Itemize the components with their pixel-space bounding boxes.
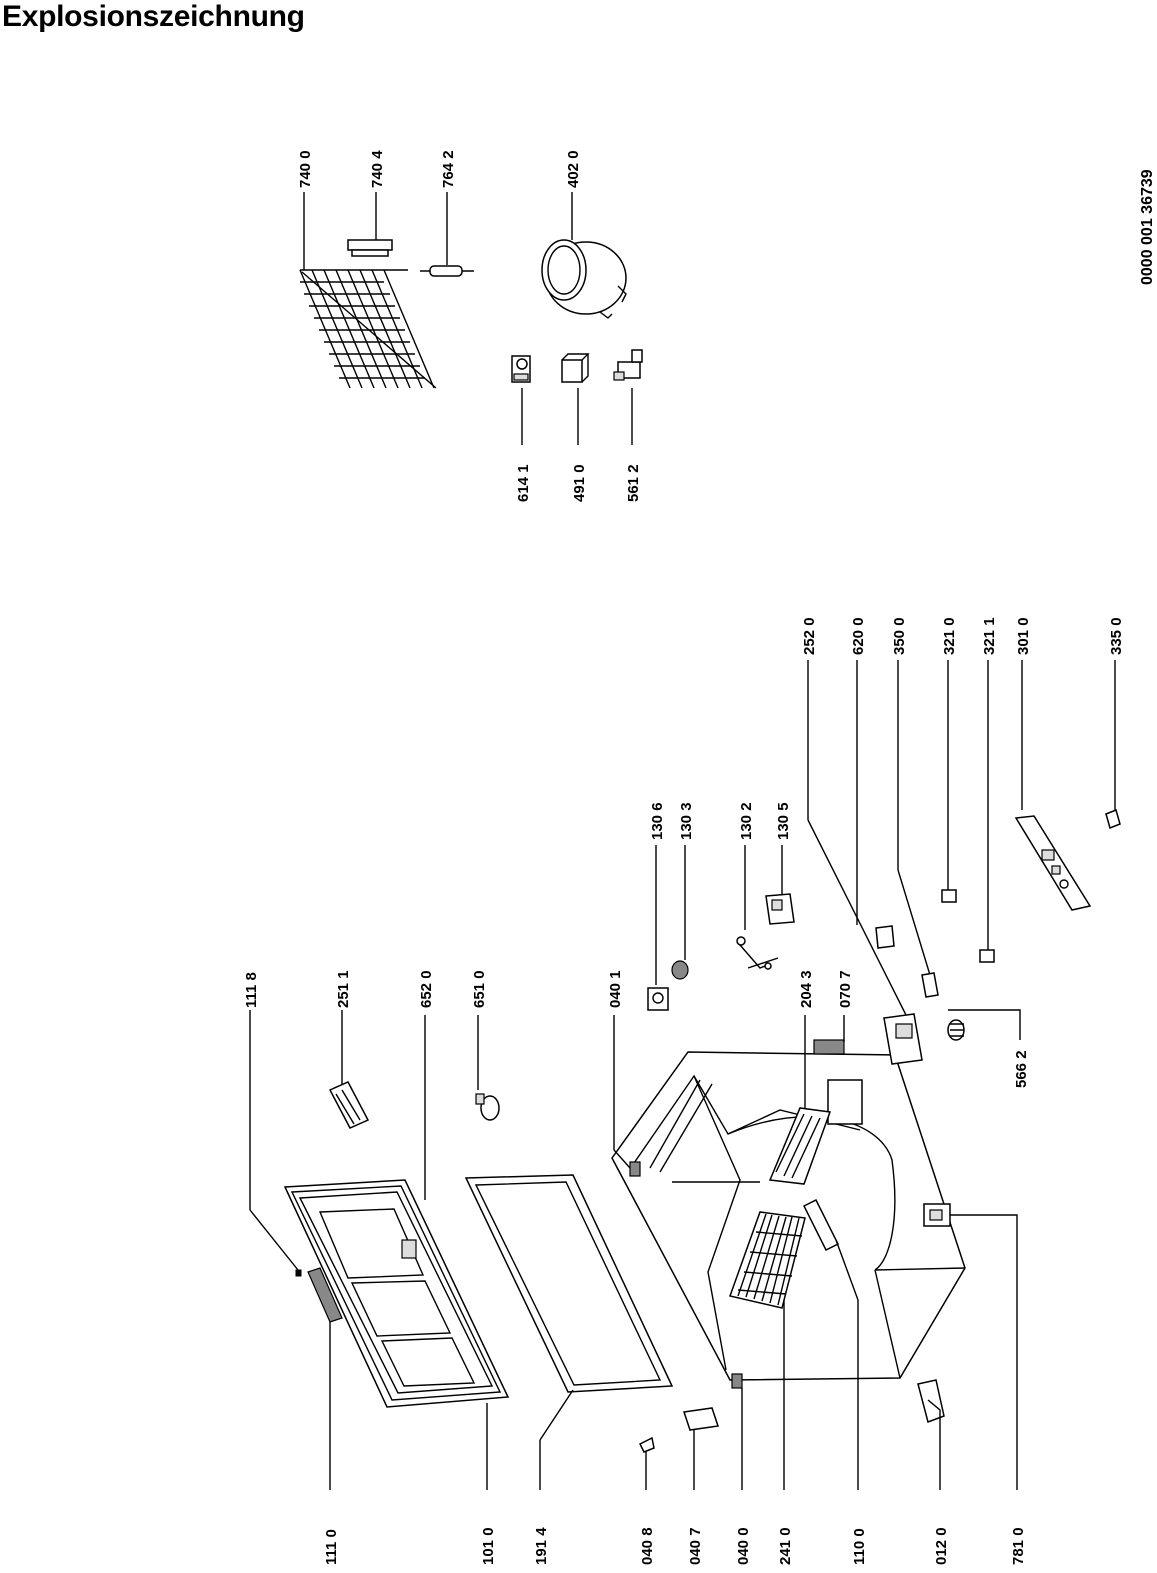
terminal-box [561, 353, 590, 445]
label-130-5: 130 5 [775, 802, 792, 840]
part-335-0 [1105, 660, 1121, 830]
label-614-1: 614 1 [515, 464, 532, 502]
label-040-1: 040 1 [607, 970, 624, 1008]
label-130-2: 130 2 [738, 802, 755, 840]
lid [283, 1179, 510, 1490]
label-350-0: 350 0 [891, 617, 908, 655]
label-491-0: 491 0 [571, 464, 588, 502]
part-620-0 [856, 660, 895, 949]
label-070-7: 070 7 [837, 970, 854, 1008]
divider [768, 1015, 832, 1185]
condenser-bracket [347, 192, 393, 257]
part-labels: 740 0 740 4 764 2 402 0 614 1 491 0 561 … [243, 150, 1125, 1565]
label-764-2: 764 2 [440, 150, 457, 188]
hinge-cover [683, 1407, 719, 1490]
label-040-0: 040 0 [735, 1527, 752, 1565]
thermostat [807, 660, 923, 1065]
label-566-2: 566 2 [1013, 1050, 1030, 1088]
label-740-0: 740 0 [297, 150, 314, 188]
label-301-0: 301 0 [1015, 617, 1032, 655]
lid-gasket [464, 1174, 674, 1490]
control-panel [1014, 660, 1092, 911]
label-204-3: 204 3 [798, 970, 815, 1008]
label-111-8: 111 8 [243, 972, 260, 1008]
light-bulb [475, 1015, 500, 1121]
relay [511, 355, 531, 445]
label-652-0: 652 0 [418, 970, 435, 1008]
filter-dryer [420, 192, 474, 277]
cabinet-handle [802, 1198, 859, 1490]
label-620-0: 620 0 [850, 617, 867, 655]
label-740-4: 740 4 [369, 150, 386, 188]
page-title: Explosionszeichnung [2, 0, 305, 33]
label-321-1: 321 1 [981, 617, 998, 655]
part-321-0 [941, 660, 957, 903]
label-040-7: 040 7 [687, 1527, 704, 1565]
part-321-1 [979, 660, 995, 963]
label-191-4: 191 4 [533, 1527, 550, 1565]
part-350-0 [897, 660, 939, 998]
label-321-0: 321 0 [941, 617, 958, 655]
lid-handle-grip [307, 1267, 343, 1490]
label-040-8: 040 8 [639, 1527, 656, 1565]
screw [249, 1010, 302, 1277]
label-561-2: 561 2 [625, 464, 642, 502]
lid-handle [328, 1010, 370, 1129]
spring [947, 1009, 1021, 1041]
compressor [541, 192, 627, 319]
hinge-lower [731, 1373, 743, 1490]
label-252-0: 252 0 [801, 617, 818, 655]
thermostat-wire [736, 845, 779, 970]
label-101-0: 101 0 [480, 1527, 497, 1565]
document-number: 0000 001 36739 [1139, 169, 1156, 285]
label-251-1: 251 1 [335, 970, 352, 1008]
foot-bracket [917, 1379, 945, 1490]
label-012-0: 012 0 [933, 1527, 950, 1565]
cabinet-plate [923, 1203, 1018, 1490]
label-130-6: 130 6 [649, 802, 666, 840]
label-111-0: 111 0 [323, 1529, 340, 1565]
part-130-5 [765, 845, 795, 925]
label-241-0: 241 0 [777, 1527, 794, 1565]
ventilation-grille [813, 1015, 845, 1055]
hinge-upper [613, 1015, 641, 1177]
label-651-0: 651 0 [471, 970, 488, 1008]
label-110-0: 110 0 [851, 1528, 868, 1565]
condenser [299, 192, 437, 389]
overload-protector [613, 349, 643, 445]
hinge-screw [638, 1436, 655, 1490]
label-402-0: 402 0 [565, 150, 582, 188]
label-335-0: 335 0 [1108, 617, 1125, 655]
part-130-6 [647, 845, 669, 1011]
label-130-3: 130 3 [678, 802, 695, 840]
part-130-3 [671, 845, 689, 980]
wire-basket [729, 1211, 806, 1490]
label-781-0: 781 0 [1010, 1527, 1027, 1565]
